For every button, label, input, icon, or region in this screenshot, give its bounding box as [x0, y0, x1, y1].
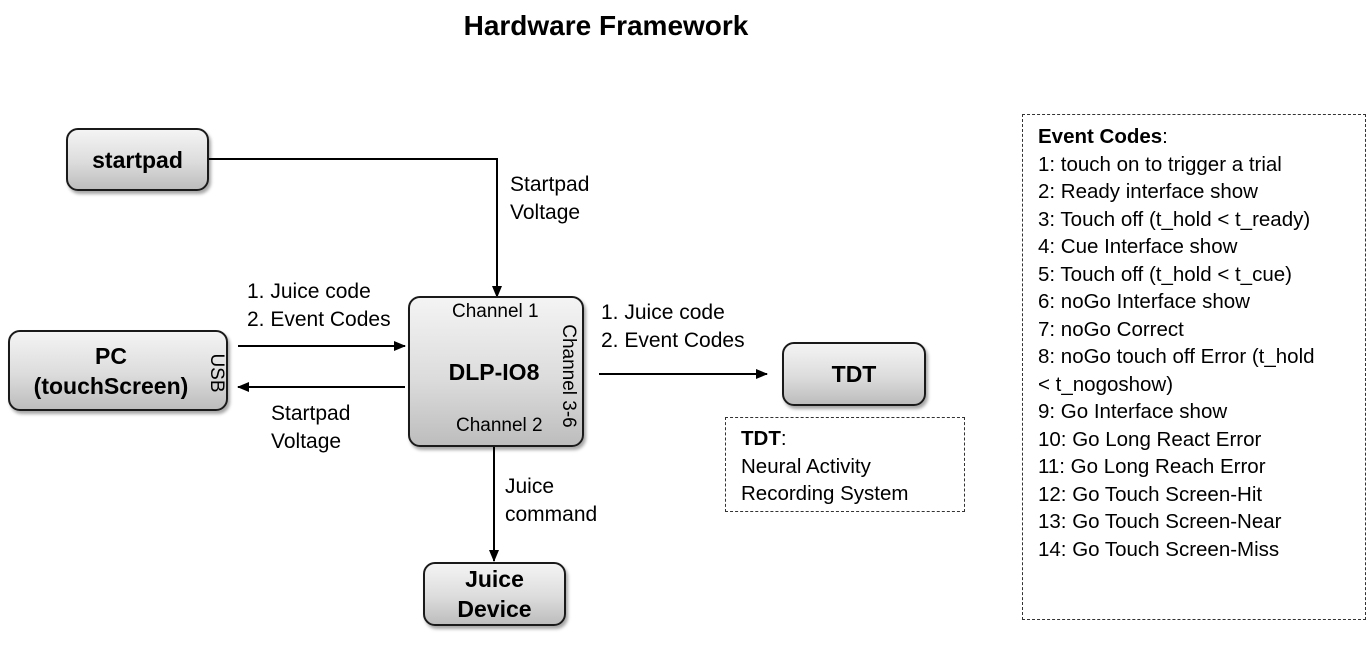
dlp-to-tdt-label-line1: 1. Juice code: [601, 301, 725, 324]
event-code-item: 6: noGo Interface show: [1038, 290, 1250, 313]
tdt-note-line-2: Recording System: [741, 482, 909, 505]
event-code-item: < t_nogoshow): [1038, 372, 1174, 396]
tdt-note-heading-line: TDT:: [741, 425, 787, 453]
event-code-item: 11: Go Long Reach Error: [1038, 455, 1266, 478]
dlp-to-pc-label-line2: Voltage: [271, 430, 342, 453]
pc-usb-port-label: USB: [206, 353, 227, 393]
pc-to-dlp-label-line1: 1. Juice code: [247, 280, 371, 303]
dlp-channel-3-6-label: Channel 3-6: [558, 324, 579, 428]
startpad-voltage-label-line1: Startpad: [510, 173, 590, 196]
dlp-io8-node: DLP-IO8: [408, 296, 584, 447]
event-code-item: 9: Go Interface show: [1038, 400, 1228, 423]
tdt-note-line-1: Neural Activity: [741, 454, 871, 478]
startpad-voltage-label: Startpad Voltage: [510, 171, 589, 227]
event-code-item: 7: noGo Correct: [1038, 317, 1184, 341]
event-code-item: 14: Go Touch Screen-Miss: [1038, 537, 1280, 561]
tdt-label: TDT: [831, 361, 877, 387]
dlp-io8-label: DLP-IO8: [448, 358, 540, 385]
tdt-note-colon: :: [780, 427, 787, 450]
event-codes-list: Event Codes: 1: touch on to trigger a tr…: [1038, 123, 1315, 563]
event-code-item: 1: touch on to trigger a trial: [1038, 152, 1282, 176]
event-code-item: 4: Cue Interface show: [1038, 235, 1238, 258]
juice-device-node: Juice Device: [423, 562, 566, 626]
event-codes-heading: Event Codes: [1038, 125, 1163, 148]
event-codes-colon: :: [1162, 125, 1168, 148]
dlp-to-juice-label-line1: Juice: [505, 475, 555, 498]
dlp-to-pc-label: Startpad Voltage: [271, 400, 350, 456]
startpad-label: startpad: [92, 146, 183, 173]
dlp-to-juice-label-line2: command: [505, 503, 598, 526]
event-code-item: 5: Touch off (t_hold < t_cue): [1038, 262, 1292, 286]
tdt-node: TDT: [782, 342, 926, 406]
event-code-item: 13: Go Touch Screen-Near: [1038, 510, 1282, 533]
diagram-title: Hardware Framework: [463, 10, 749, 41]
dlp-to-juice-label: Juice command: [505, 473, 597, 529]
startpad-voltage-label-line2: Voltage: [510, 201, 581, 224]
juice-device-label: Juice: [465, 566, 524, 592]
event-codes-box: Event Codes: 1: touch on to trigger a tr…: [1022, 114, 1366, 620]
pc-sublabel: (touchScreen): [33, 372, 189, 399]
dlp-channel-2-label: Channel 2: [456, 415, 543, 436]
event-codes-heading-line: Event Codes:: [1038, 123, 1315, 151]
juice-device-sublabel: Device: [457, 596, 532, 622]
startpad-node: startpad: [66, 128, 209, 191]
event-code-item: 2: Ready interface show: [1038, 180, 1258, 203]
dlp-to-pc-label-line1: Startpad: [271, 402, 351, 425]
pc-node: PC (touchScreen): [8, 330, 228, 411]
dlp-to-tdt-label: 1. Juice code 2. Event Codes: [601, 299, 745, 355]
event-code-item: 10: Go Long React Error: [1038, 427, 1262, 451]
event-code-item: 12: Go Touch Screen-Hit: [1038, 482, 1263, 506]
tdt-note-box: TDT: Neural Activity Recording System: [725, 417, 965, 512]
startpad-to-dlp-arrow: [208, 158, 502, 298]
event-code-item: 3: Touch off (t_hold < t_ready): [1038, 207, 1311, 231]
pc-to-dlp-label: 1. Juice code 2. Event Codes: [247, 278, 391, 334]
event-code-item: 8: noGo touch off Error (t_hold: [1038, 345, 1315, 368]
pc-label: PC: [95, 342, 127, 369]
pc-to-dlp-label-line2: 2. Event Codes: [247, 308, 391, 331]
tdt-note-heading: TDT: [741, 427, 781, 450]
dlp-channel-1-label: Channel 1: [452, 301, 539, 322]
dlp-to-tdt-label-line2: 2. Event Codes: [601, 329, 745, 352]
